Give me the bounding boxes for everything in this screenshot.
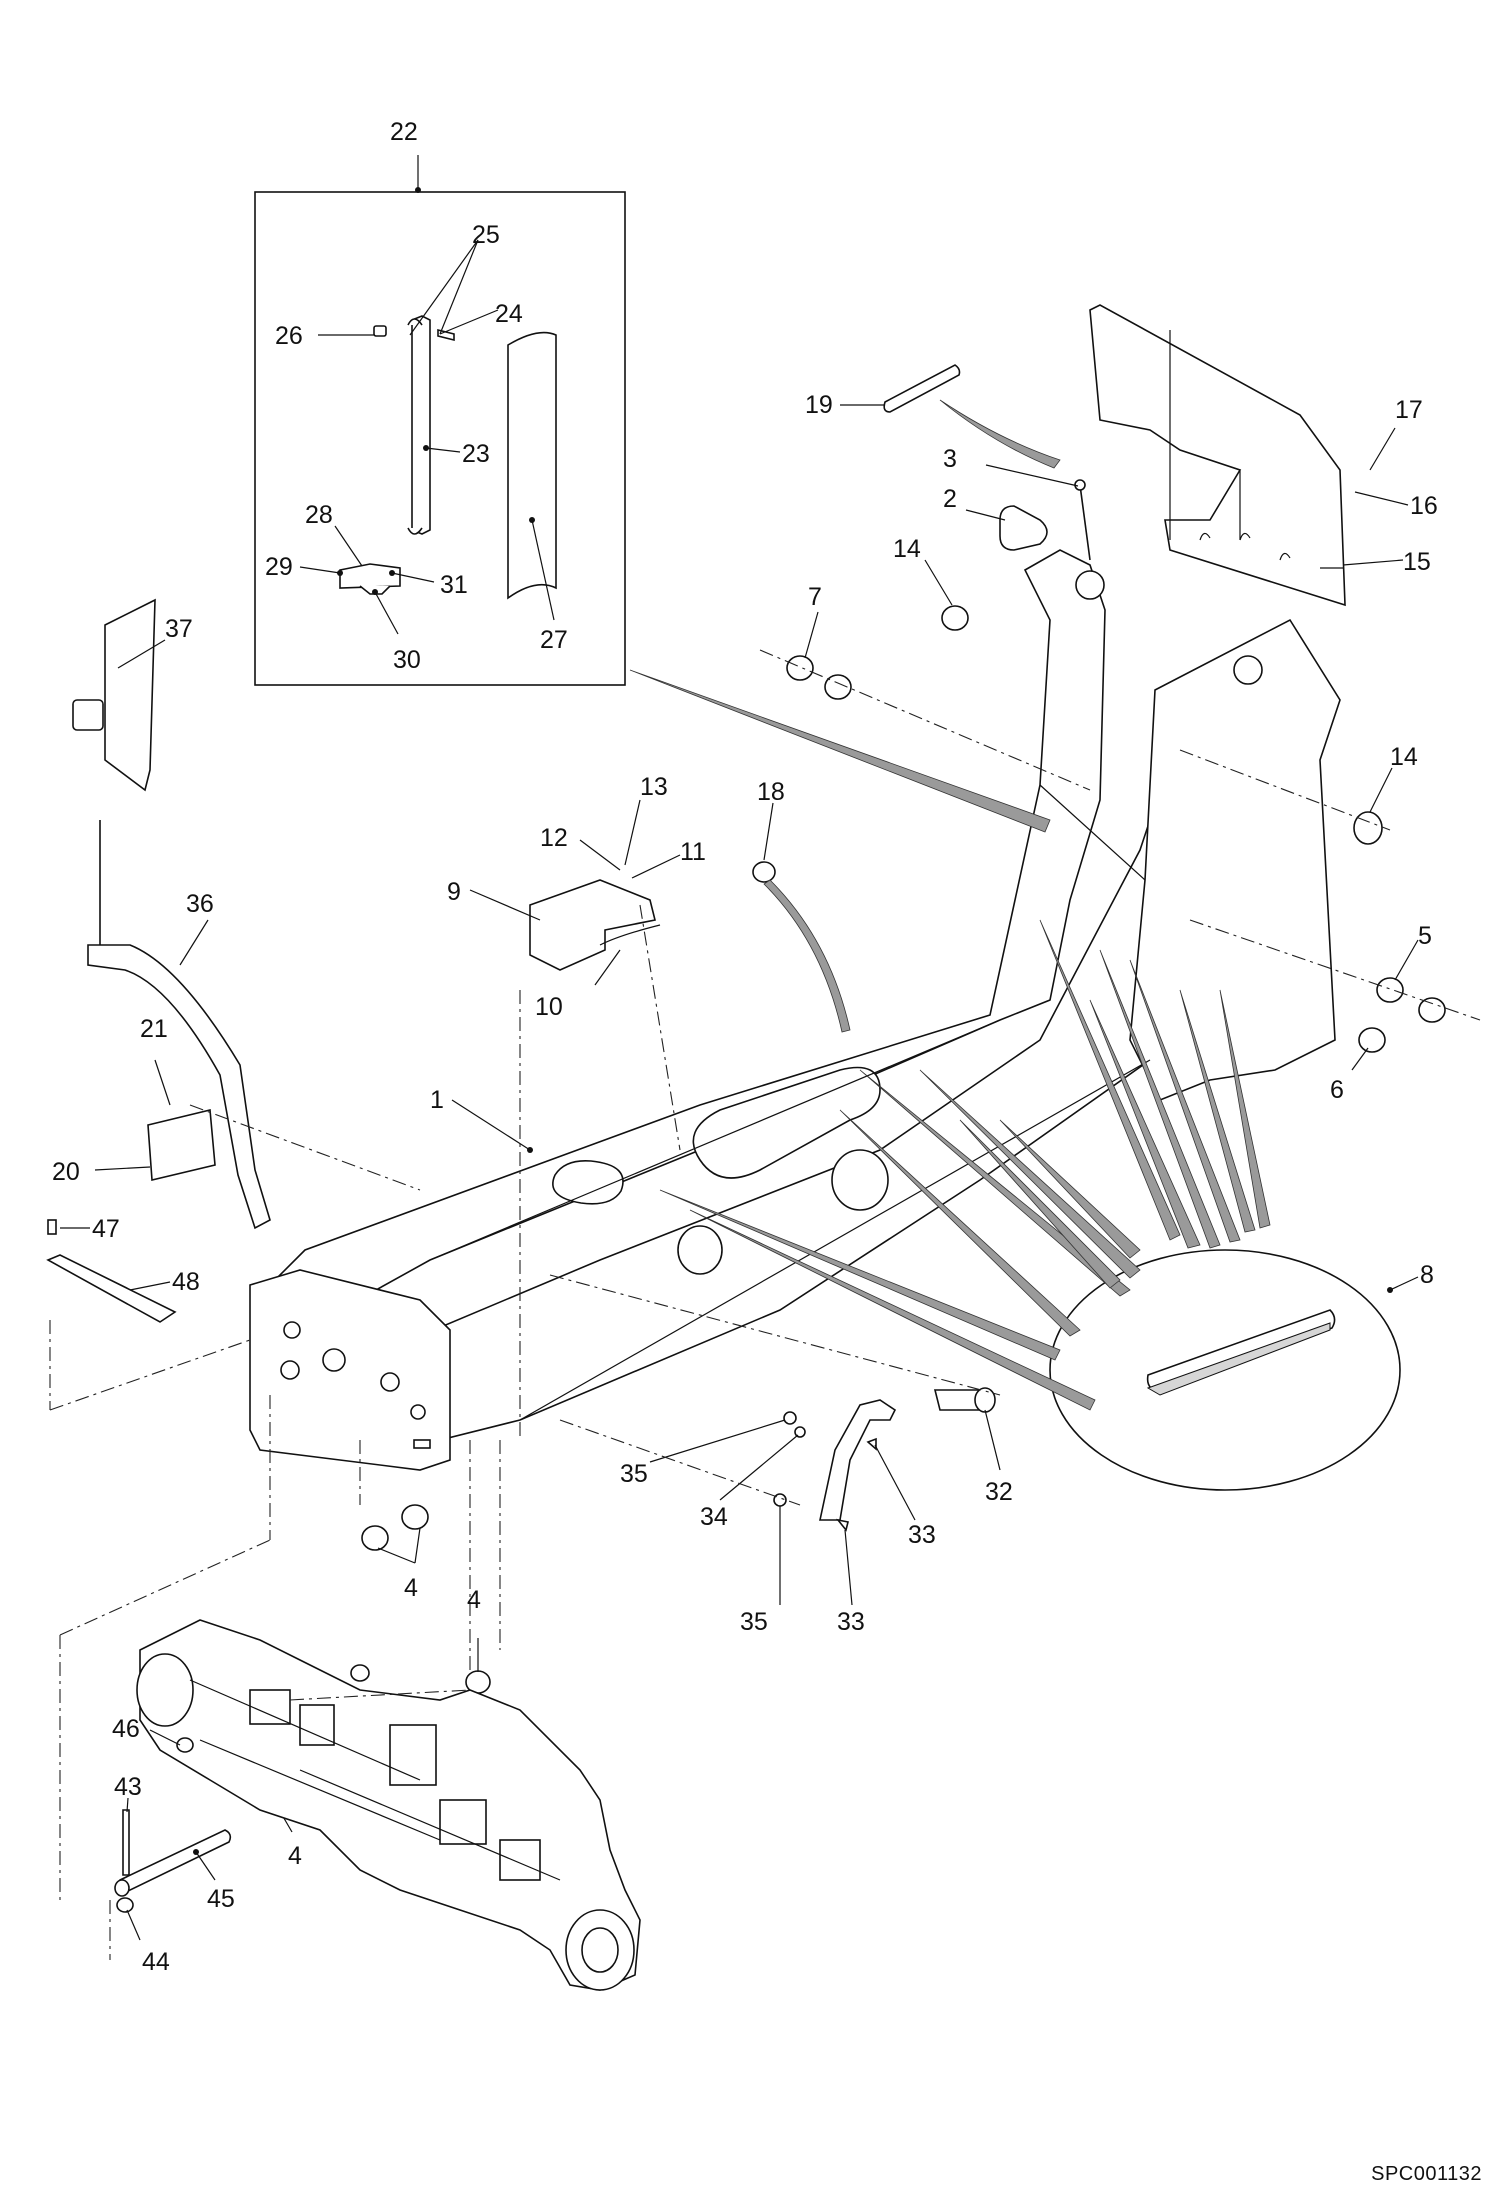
callout-31: 31 <box>440 571 468 599</box>
callout-15: 15 <box>1403 548 1431 576</box>
callout-22: 22 <box>390 118 418 146</box>
callout-29: 29 <box>265 553 293 581</box>
callout-21: 21 <box>140 1015 168 1043</box>
callout-26: 26 <box>275 322 303 350</box>
callout-32: 32 <box>985 1478 1013 1506</box>
callout-17: 17 <box>1395 396 1423 424</box>
callout-labels: 1 2 3 4 4 4 5 6 7 8 9 10 11 12 13 14 14 … <box>52 118 1438 1976</box>
lever-assembly-32 <box>549 1274 1001 1606</box>
callout-14-a: 14 <box>893 535 921 563</box>
callout-1: 1 <box>430 1086 444 1114</box>
callout-44: 44 <box>142 1948 170 1976</box>
callout-25: 25 <box>472 221 500 249</box>
callout-2: 2 <box>943 485 957 513</box>
callout-36: 36 <box>186 890 214 918</box>
wear-pad-detail-8 <box>629 399 1419 1491</box>
callout-28: 28 <box>305 501 333 529</box>
callout-19: 19 <box>805 391 833 419</box>
plate-9 <box>469 799 681 1440</box>
spring-rod-36 <box>72 598 271 1230</box>
callout-4-b: 4 <box>467 1586 481 1614</box>
callout-4-c: 4 <box>288 1842 302 1870</box>
callout-16: 16 <box>1410 492 1438 520</box>
callout-9: 9 <box>447 878 461 906</box>
callout-35-a: 35 <box>620 1460 648 1488</box>
pins-and-bushings <box>257 364 1481 1833</box>
callout-12: 12 <box>540 824 568 852</box>
callout-6: 6 <box>1330 1076 1344 1104</box>
callout-23: 23 <box>462 440 490 468</box>
detail-inset-22 <box>254 155 626 686</box>
callout-27: 27 <box>540 626 568 654</box>
callout-20: 20 <box>52 1158 80 1186</box>
callout-8: 8 <box>1420 1261 1434 1289</box>
callout-37: 37 <box>165 615 193 643</box>
callout-47: 47 <box>92 1215 120 1243</box>
callout-35-b: 35 <box>740 1608 768 1636</box>
callout-46: 46 <box>112 1715 140 1743</box>
callout-5: 5 <box>1418 922 1432 950</box>
callout-14-b: 14 <box>1390 743 1418 771</box>
callout-3: 3 <box>943 445 957 473</box>
small-parts-left <box>46 1059 421 1411</box>
callout-48: 48 <box>172 1268 200 1296</box>
main-frame-1 <box>249 549 1341 1471</box>
callout-33-a: 33 <box>908 1521 936 1549</box>
callout-leaders <box>763 427 1419 1071</box>
callout-4-a: 4 <box>404 1574 418 1602</box>
callout-45: 45 <box>207 1885 235 1913</box>
callout-24: 24 <box>495 300 523 328</box>
axle-assembly <box>59 1395 641 1991</box>
callout-13: 13 <box>640 773 668 801</box>
callout-18: 18 <box>757 778 785 806</box>
callout-30: 30 <box>393 646 421 674</box>
callout-33-b: 33 <box>837 1608 865 1636</box>
callout-11: 11 <box>680 838 706 866</box>
callout-34: 34 <box>700 1503 728 1531</box>
callout-43: 43 <box>114 1773 142 1801</box>
document-id: SPC001132 <box>1371 2163 1482 2185</box>
callout-10: 10 <box>535 993 563 1021</box>
callout-7: 7 <box>808 583 822 611</box>
cover-plate-15 <box>1089 304 1346 607</box>
